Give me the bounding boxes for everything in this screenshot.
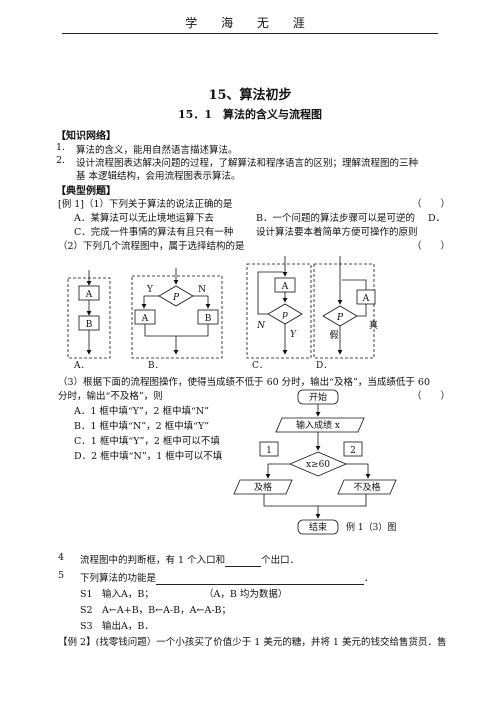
section-title: 15．1 算法的含义与流程图 [178, 108, 322, 121]
k2-number: 2. [56, 155, 66, 166]
answer-paren-q1: （ ） [412, 199, 451, 210]
step-s1: S1 输入A，B； [80, 589, 154, 600]
flow-input-box [275, 417, 365, 433]
fig-b-label-n: N [198, 285, 206, 295]
fig-d-caption: D． [316, 361, 332, 371]
structure-figures: A B P Y N A B A p N Y A P 假 真 A． B． C． D… [67, 256, 378, 371]
answer-paren-q3: （ ） [412, 391, 451, 402]
fig-c-frame [246, 263, 312, 359]
example2-text: 【例 2】(找零钱问题）一个小孩买了价值少于 1 美元的糖，并将 1 美元的钱交… [58, 637, 447, 648]
flow-start-label: 开始 [309, 391, 327, 403]
fig-b-decision [158, 285, 194, 307]
knowledge-heading: 【知识网络】 [56, 131, 116, 142]
q1-option-a: A．某算法可以无止境地运算下去 [74, 213, 214, 224]
fig-d-label-p: P [336, 313, 344, 323]
fig-d-frame [313, 263, 375, 359]
q4-text-a: 流程图中的判断框，有 1 个入口和 [80, 555, 226, 566]
fig-c-label-a: A [281, 282, 289, 292]
flow-decision [288, 451, 348, 477]
fig-d-label-false: 假 [329, 330, 338, 341]
q3-option-c: C．1 框中填“Y”，2 框中可以不填 [74, 436, 220, 447]
flow-input-label: 输入成绩 x [296, 419, 340, 431]
fig-c-label-y: Y [290, 330, 297, 340]
q4-text: 流程图中的判断框，有 1 个入口和​个出口． [80, 552, 299, 567]
flow-condition-label: x≥60 [306, 460, 330, 470]
flow-pass-label: 及格 [254, 481, 272, 493]
grade-flowchart: 开始 输入成绩 x 1 2 x≥60 及格 不及格 结束 例 1（3）图 [233, 389, 397, 535]
page-header: 学 海 无 涯 [185, 16, 315, 30]
step-s3: S3 输出A，B． [80, 621, 154, 632]
chapter-title: 15、算法初步 [208, 88, 292, 103]
fig-b-label-p: P [172, 293, 180, 303]
k1-number: 1. [56, 142, 66, 153]
flow-box-1-label: 1 [266, 446, 272, 456]
q4-text-b: 个出口． [261, 555, 300, 566]
step-s2: S2 A←A+B，B←A-B，A←A-B； [80, 605, 232, 616]
k2-text-line1: 设计流程图表达解决问题的过程，了解算法和程序语言的区别；理解流程图的三种 [76, 158, 419, 169]
q5-text-a: 下列算法的功能是 [80, 573, 157, 584]
example1-q2: （2）下列几个流程图中，属于选择结构的是 [58, 241, 245, 252]
example1-q1: [例 1]（1）下列关于算法的说法正确的是 [58, 199, 233, 210]
q5-blank: ​ [156, 573, 365, 585]
fig-b-frame [131, 275, 223, 359]
k1-text: 算法的含义，能用自然语言描述算法。 [76, 145, 238, 156]
q5-end: ． [364, 573, 374, 584]
fig-a-label-a: A [85, 290, 93, 300]
q3-option-d: D．2 框中填“N”，1 框中可以不填 [74, 451, 223, 462]
example1-q3-line2: 分时，输出“不及格”，则 [58, 391, 163, 402]
q1-option-d-label: D． [428, 213, 446, 224]
flow-end-box [297, 519, 339, 535]
examples-heading: 【典型例题】 [56, 186, 116, 197]
fig-d-label-a: A [362, 294, 370, 304]
q3-option-a: A．1 框中填“Y”，2 框中填“N” [74, 406, 209, 417]
q1-option-b: B．一个问题的算法步骤可以是可逆的 [256, 213, 415, 224]
flow-pass-box [233, 479, 293, 495]
q5-number: 5 [58, 570, 65, 581]
fig-b-label-y: Y [146, 285, 154, 295]
q4-number: 4 [58, 552, 65, 563]
example1-q3-line1: （3）根据下面的流程图操作，使得当成绩不低于 60 分时，输出“及格”，当成绩低… [58, 377, 430, 388]
q5-text: 下列算法的功能是​． [80, 570, 374, 585]
fig-b-label-b: B [205, 314, 212, 324]
flow-box-1 [259, 441, 279, 457]
answer-paren-q2: （ ） [412, 241, 451, 252]
fig-c-caption: C． [252, 361, 268, 371]
fig-c-label-p: p [282, 310, 288, 320]
flow-fail-box [337, 479, 397, 495]
flow-end-label: 结束 [309, 521, 327, 533]
flow-caption: 例 1（3）图 [346, 521, 396, 533]
fig-b-label-a: A [141, 314, 149, 324]
flow-box-2 [343, 441, 363, 457]
k2-text-line2: 基 本逻辑结构，会用流程图表示算法。 [76, 171, 241, 182]
flow-box-2-label: 2 [350, 446, 356, 456]
flow-fail-label: 不及格 [353, 481, 380, 493]
q1-option-c: C．完成一件事情的算法有且只有一种 [74, 227, 234, 238]
step-s1-note: （A，B 均为数据） [204, 589, 288, 600]
q1-option-d-text: 设计算法要本着简单方便可操作的原则 [256, 227, 418, 238]
fig-d-label-true: 真 [369, 319, 378, 331]
fig-b-caption: B． [148, 361, 164, 371]
header-rule [62, 33, 438, 34]
fig-a-caption: A． [73, 361, 90, 371]
q3-option-b: B．1 框中填“N”，2 框中填“Y” [74, 421, 210, 432]
fig-c-label-n: N [256, 321, 266, 331]
fig-a-label-b: B [86, 320, 93, 330]
q4-blank: ​ [225, 555, 262, 567]
